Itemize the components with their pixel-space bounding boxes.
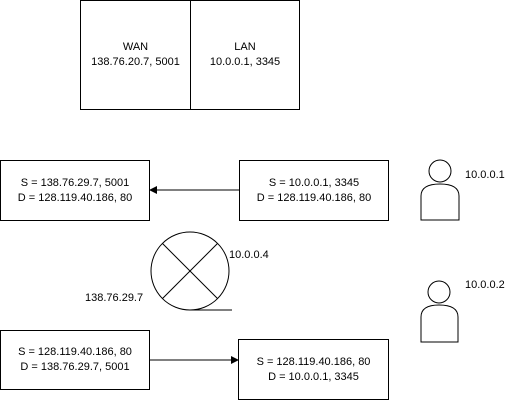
host-1-ip-label: 10.0.0.1 [465, 169, 505, 181]
router-wan-ip-label: 138.76.29.7 [85, 292, 144, 304]
packet-destination: D = 138.76.29.7, 5001 [20, 361, 130, 373]
packet-source: S = 10.0.0.1, 3345 [268, 176, 360, 189]
lan-header: LAN [234, 41, 256, 53]
router-lan-ip-label: 10.0.0.4 [229, 249, 269, 261]
user-icon [420, 159, 460, 221]
packet-destination: D = 128.119.40.186, 80 [256, 191, 372, 204]
packet-destination: D = 10.0.0.1, 3345 [268, 370, 359, 383]
packet-outgoing-wan: S = 138.76.29.7, 5001 D = 128.119.40.186… [0, 160, 150, 221]
packet-source: S = 128.119.40.186, 80 [18, 346, 132, 358]
nat-wan-cell: WAN 138.76.20.7, 5001 [80, 0, 191, 110]
lan-address: 10.0.0.1, 3345 [209, 56, 281, 68]
packet-destination: D = 128.119.40.186, 80 [17, 191, 133, 204]
packet-incoming-wan: S = 128.119.40.186, 80 D = 138.76.29.7, … [0, 330, 150, 390]
packet-incoming-lan: S = 128.119.40.186, 80 D = 10.0.0.1, 334… [238, 339, 389, 400]
packet-source: S = 138.76.29.7, 5001 [20, 176, 130, 189]
host-2-ip-label: 10.0.0.2 [465, 279, 505, 291]
packet-outgoing-lan: S = 10.0.0.1, 3345 D = 128.119.40.186, 8… [239, 160, 389, 221]
wan-address: 138.76.20.7, 5001 [91, 56, 180, 68]
packet-source: S = 128.119.40.186, 80 [256, 355, 371, 368]
nat-lan-cell: LAN 10.0.0.1, 3345 [190, 0, 300, 110]
wan-header: WAN [122, 41, 149, 53]
router-icon [150, 231, 232, 311]
user-icon [420, 280, 459, 343]
